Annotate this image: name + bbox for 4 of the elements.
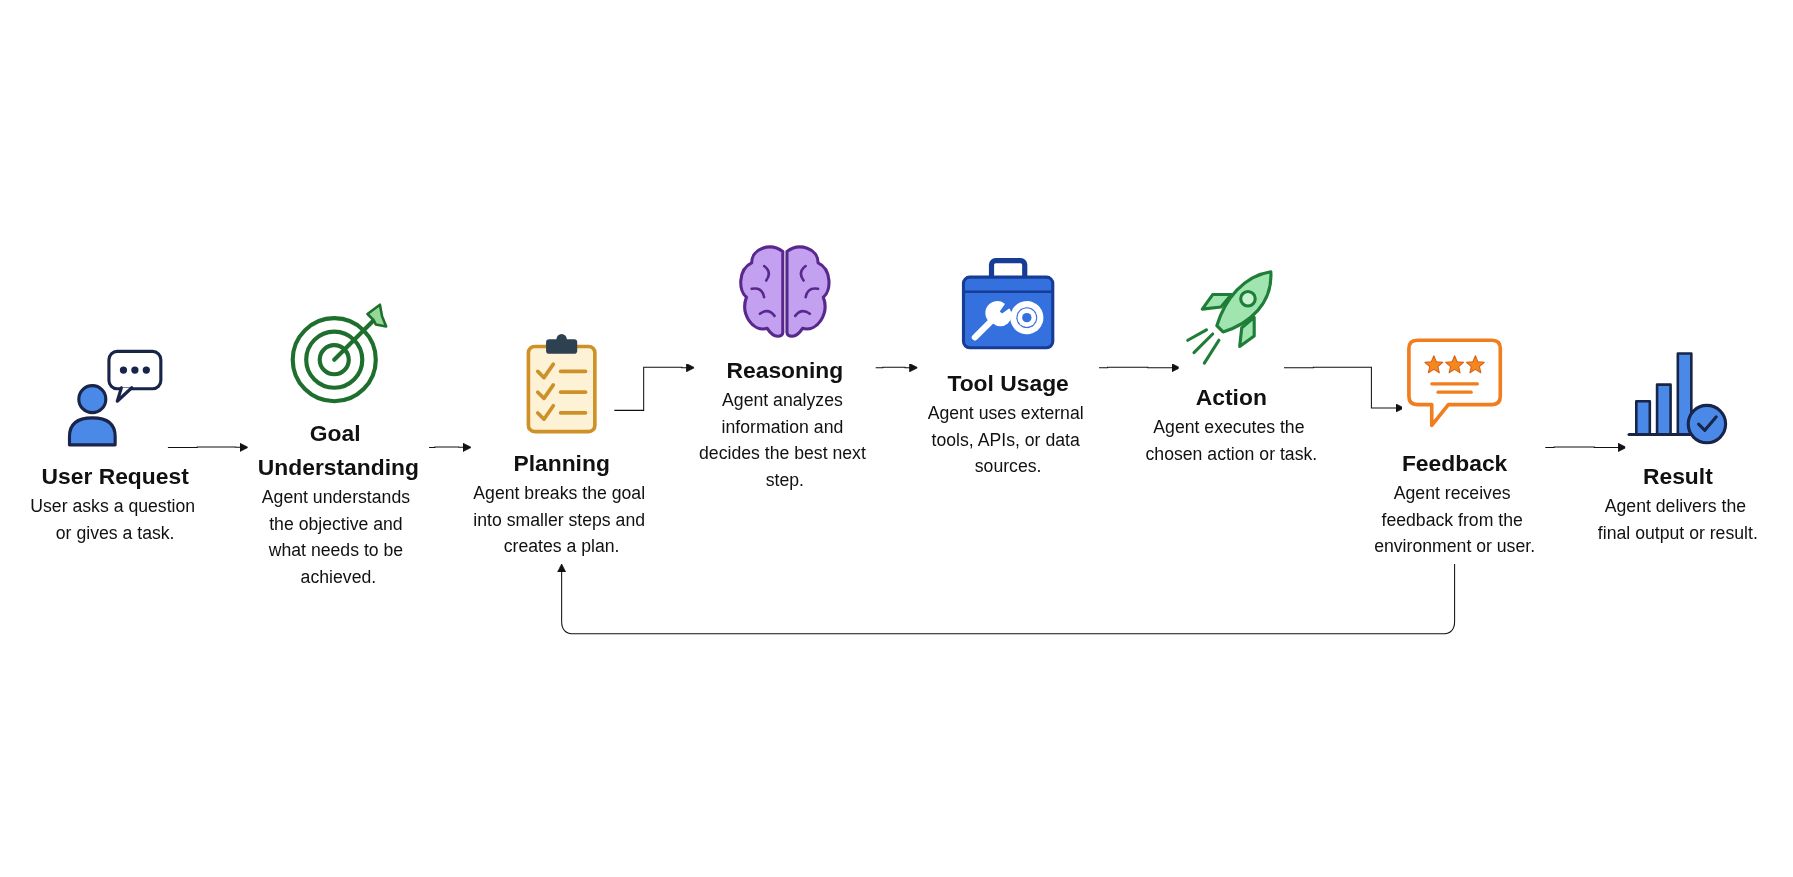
arrow: [613, 363, 695, 411]
arrow: [1283, 366, 1405, 413]
arrow: [557, 563, 1456, 635]
arrow: [167, 442, 249, 452]
